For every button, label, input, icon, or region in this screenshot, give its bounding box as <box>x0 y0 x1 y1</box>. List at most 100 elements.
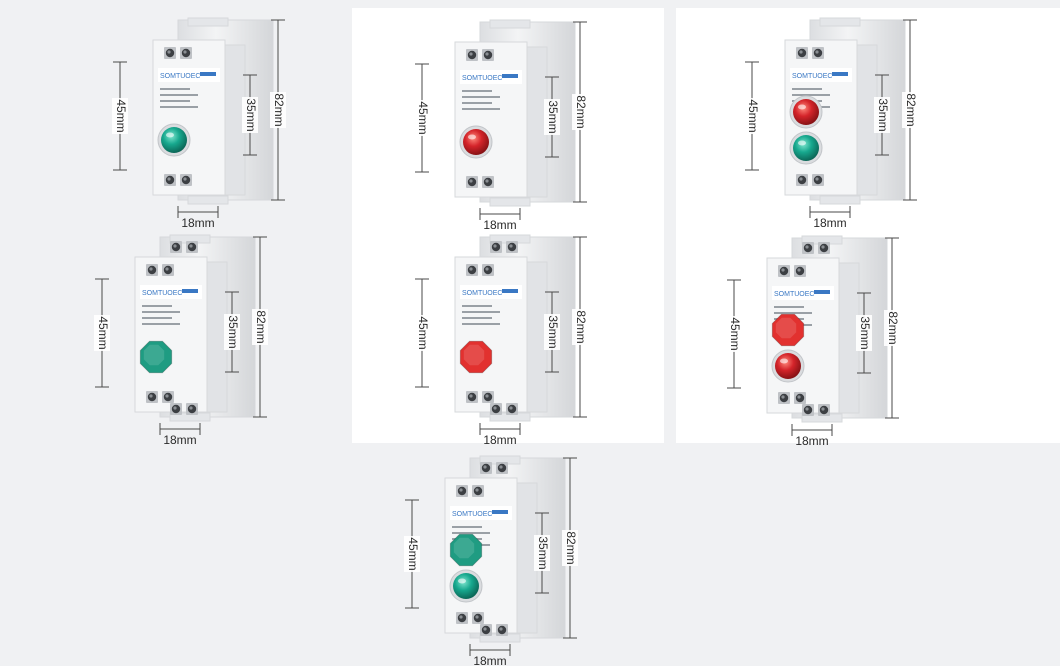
dim-mid-label: 35mm <box>546 315 560 348</box>
screw-highlight <box>173 406 177 410</box>
screw-highlight <box>189 244 193 248</box>
dim-face-label: 45mm <box>114 99 128 132</box>
brand-label-area <box>772 286 834 300</box>
brand-label: SOMTUOEC <box>160 73 200 80</box>
housing-front <box>454 41 528 198</box>
din-clip-bottom <box>187 195 229 205</box>
dim-height-label: 82mm <box>574 95 588 128</box>
lamp-glint <box>458 578 466 584</box>
screw-highlight <box>165 394 169 398</box>
screw-highlight <box>475 488 479 492</box>
screw-highlight <box>509 406 513 410</box>
screw-highlight <box>475 615 479 619</box>
dim-mid-label-bg <box>856 315 872 351</box>
screw-highlight <box>815 50 819 54</box>
brand-label-area <box>460 285 522 299</box>
screw-highlight <box>821 245 825 249</box>
button-highlight <box>143 344 165 366</box>
housing-front <box>134 256 208 413</box>
spec-line <box>462 305 492 307</box>
spec-line <box>462 102 492 104</box>
dim-face-label: 45mm <box>406 537 420 570</box>
dim-mid-label: 35mm <box>244 98 258 131</box>
dim-mid-label: 35mm <box>876 98 890 131</box>
screw-highlight <box>499 627 503 631</box>
green-indicator-lamp <box>453 573 479 599</box>
dim-face-label: 45mm <box>96 316 110 349</box>
screw-highlight <box>805 407 809 411</box>
spec-line <box>774 312 812 314</box>
lamp-glint <box>780 358 788 364</box>
dim-face-label-bg <box>744 98 760 134</box>
dim-face-label-bg <box>112 98 128 134</box>
spec-line <box>462 323 500 325</box>
dim-width-label: 18mm <box>483 433 516 447</box>
dim-width-label: 18mm <box>473 654 506 666</box>
dim-face-label: 45mm <box>416 101 430 134</box>
screw-highlight <box>173 244 177 248</box>
dim-mid-label: 35mm <box>546 100 560 133</box>
dim-height-label: 82mm <box>564 531 578 564</box>
brand-label: SOMTUOEC <box>774 291 814 298</box>
brand-label: SOMTUOEC <box>452 511 492 518</box>
lamp-glint <box>798 104 806 110</box>
dim-mid-label-bg <box>874 97 890 133</box>
dim-width-label: 18mm <box>813 216 846 230</box>
dim-height-label-bg <box>252 309 268 345</box>
screw-highlight <box>483 627 487 631</box>
spec-line <box>160 100 190 102</box>
din-clip-top <box>819 17 861 27</box>
dim-mid-label-bg <box>544 99 560 135</box>
dim-height-label: 82mm <box>886 311 900 344</box>
spec-line <box>462 96 500 98</box>
green-push-button <box>449 533 483 567</box>
dim-face-label-bg <box>94 315 110 351</box>
dim-mid-label-bg <box>544 314 560 350</box>
dim-width-label: 18mm <box>181 216 214 230</box>
spec-line <box>452 532 490 534</box>
brand-label-area <box>158 68 220 82</box>
screw-highlight <box>469 179 473 183</box>
dim-mid-label-bg <box>242 97 258 133</box>
dim-mid-label: 35mm <box>226 315 240 348</box>
screw-highlight <box>189 406 193 410</box>
spec-line <box>142 323 180 325</box>
screw-highlight <box>799 50 803 54</box>
spec-line <box>142 311 180 313</box>
screw-highlight <box>183 177 187 181</box>
brand-stripe <box>502 74 518 78</box>
screw-highlight <box>485 267 489 271</box>
dim-height-label: 82mm <box>574 310 588 343</box>
red-indicator-lamp <box>775 353 801 379</box>
spec-line <box>462 108 500 110</box>
brand-label-area <box>140 285 202 299</box>
brand-label: SOMTUOEC <box>462 290 502 297</box>
din-clip-top <box>489 19 531 29</box>
screw-highlight <box>469 394 473 398</box>
dim-height-label-bg <box>902 92 918 128</box>
dim-height-label-bg <box>562 530 578 566</box>
screw-highlight <box>797 268 801 272</box>
dim-height-label-bg <box>884 310 900 346</box>
spec-line <box>160 88 190 90</box>
indicator-unit-u1: SOMTUOEC 45mm 35mm 82mm 18mm <box>112 17 286 230</box>
lamp-glint <box>798 140 806 146</box>
screw-highlight <box>797 395 801 399</box>
button-highlight <box>775 317 797 339</box>
screw-highlight <box>469 52 473 56</box>
screw-highlight <box>149 267 153 271</box>
dim-height-label: 82mm <box>272 93 286 126</box>
spec-line <box>142 305 172 307</box>
screw-highlight <box>821 407 825 411</box>
screw-highlight <box>165 267 169 271</box>
spec-line <box>774 306 804 308</box>
brand-stripe <box>182 289 198 293</box>
lamp-glint <box>166 132 174 138</box>
red-indicator-lamp <box>793 99 819 125</box>
dim-mid-label-bg <box>534 535 550 571</box>
